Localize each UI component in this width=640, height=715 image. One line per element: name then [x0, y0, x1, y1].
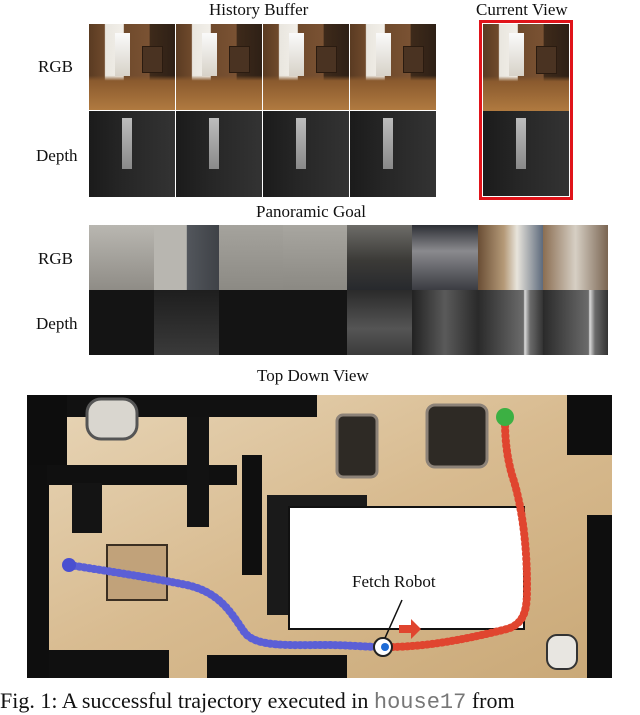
- history-rgb-frame-2: [176, 24, 262, 110]
- pano-rgb-view-1: [89, 225, 154, 290]
- heading-arrow: [399, 619, 421, 639]
- history-depth-frame-3: [263, 111, 349, 197]
- pano-rgb-view-5: [347, 225, 412, 290]
- wall-top-left: [27, 395, 67, 465]
- room-block-left: [72, 483, 102, 533]
- current-view-rgb: [483, 24, 569, 111]
- wall-bottom: [49, 650, 169, 678]
- pano-depth-view-3: [219, 290, 283, 355]
- goal-marker: [496, 408, 514, 426]
- history-depth-frame-2: [176, 111, 262, 197]
- start-marker: [62, 558, 76, 572]
- wall-bottom-2: [207, 655, 347, 678]
- wall-right-2: [587, 515, 612, 678]
- history-buffer-title: History Buffer: [209, 0, 309, 19]
- bathtub: [85, 397, 139, 441]
- pano-rgb-view-3: [219, 225, 283, 290]
- figure-caption: Fig. 1: A successful trajectory executed…: [0, 688, 515, 715]
- panoramic-goal-title: Panoramic Goal: [256, 202, 366, 221]
- pano-depth-view-5: [347, 290, 412, 355]
- pano-depth-row-label: Depth: [36, 314, 78, 333]
- wall-right: [567, 395, 612, 455]
- history-depth-frame-1: [89, 111, 175, 197]
- pano-rgb-view-8: [543, 225, 608, 290]
- caption-prefix: Fig. 1: A successful trajectory executed…: [0, 688, 374, 713]
- top-down-map: Fetch Robot: [27, 395, 612, 678]
- inner-room: [288, 506, 525, 630]
- current-view-depth: [483, 111, 569, 196]
- current-view-highlight-frame: [479, 20, 573, 200]
- sofa-2: [425, 403, 489, 469]
- pano-rgb-view-2: [154, 225, 219, 290]
- history-rgb-frame-1: [89, 24, 175, 110]
- pano-depth-view-7: [478, 290, 543, 355]
- pano-depth-view-2: [154, 290, 219, 355]
- pano-depth-view-4: [283, 290, 347, 355]
- history-rgb-frame-4: [350, 24, 436, 110]
- rgb-row-label: RGB: [38, 57, 73, 76]
- pano-depth-view-6: [412, 290, 478, 355]
- future-trajectory: [383, 413, 532, 651]
- pano-depth-view-1: [89, 290, 154, 355]
- sofa-1: [335, 413, 379, 479]
- top-down-view-title: Top Down View: [257, 366, 369, 385]
- pano-rgb-view-6: [412, 225, 478, 290]
- wall-left-block: [27, 465, 49, 678]
- history-rgb-frame-3: [263, 24, 349, 110]
- history-trajectory: [65, 561, 387, 651]
- history-depth-frame-4: [350, 111, 436, 197]
- wall-vert-1: [187, 417, 209, 527]
- toilet: [546, 634, 578, 670]
- pano-depth-view-8: [543, 290, 608, 355]
- fetch-robot-core: [381, 643, 389, 651]
- fetch-robot-label: Fetch Robot: [352, 572, 436, 591]
- depth-row-label: Depth: [36, 146, 78, 165]
- pano-rgb-view-7: [478, 225, 543, 290]
- current-view-title: Current View: [476, 0, 568, 19]
- wall-vert-2: [242, 455, 262, 575]
- caption-code: house17: [373, 690, 467, 715]
- robot-callout-line: [384, 599, 403, 639]
- pano-rgb-view-4: [283, 225, 347, 290]
- pano-rgb-row-label: RGB: [38, 249, 73, 268]
- caption-suffix: from: [466, 688, 515, 713]
